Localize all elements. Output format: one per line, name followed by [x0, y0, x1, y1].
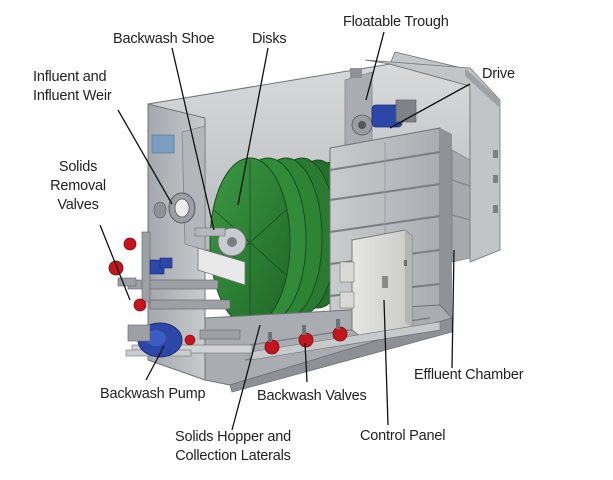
label-solids-line1: Solids [58, 159, 98, 175]
label-solids-line3: Valves [57, 197, 99, 213]
leader-floatable-trough [365, 31, 385, 101]
label-effluent-chamber: Effluent Chamber [414, 367, 524, 383]
leader-backwash-valves [304, 342, 308, 383]
label-backwash-pump: Backwash Pump [100, 386, 206, 402]
label-drive: Drive [482, 66, 515, 82]
backwash-shoe [194, 227, 247, 286]
leader-effluent-chamber [451, 249, 455, 369]
leader-backwash-shoe [171, 47, 215, 231]
label-floatable-trough: Floatable Trough [343, 14, 449, 30]
piping [117, 231, 441, 361]
backwash-valves [264, 319, 348, 355]
effluent-chamber [451, 149, 471, 263]
label-disks: Disks [252, 31, 287, 47]
solids-removal-valves [108, 237, 173, 312]
label-hopper-line2: Collection Laterals [175, 448, 291, 464]
floatable-trough [344, 59, 501, 263]
leader-disks [237, 47, 269, 206]
influent-weir [153, 192, 196, 224]
label-hopper-line1: Solids Hopper and [175, 429, 291, 445]
leader-backwash-pump [145, 345, 165, 381]
backwash-pump [125, 322, 196, 358]
drive-motor [351, 99, 417, 136]
leader-influent [117, 109, 173, 205]
label-solids-removal-valves: Solids Removal Valves [38, 158, 118, 215]
leader-hopper [231, 324, 261, 431]
label-influent-and-influent-weir: Influent and Influent Weir [33, 68, 112, 106]
leader-lines [99, 31, 471, 431]
label-solids-line2: Removal [50, 178, 106, 194]
label-backwash-valves: Backwash Valves [257, 388, 367, 404]
label-influent-line1: Influent and [33, 69, 107, 85]
label-influent-line2: Influent Weir [33, 88, 112, 104]
leader-solids-valves [99, 224, 131, 301]
leader-control-panel [383, 299, 389, 426]
label-solids-hopper: Solids Hopper and Collection Laterals [168, 428, 298, 466]
leader-drive [389, 83, 471, 129]
control-panel [339, 229, 413, 337]
label-control-panel: Control Panel [360, 428, 446, 444]
label-backwash-shoe: Backwash Shoe [113, 31, 215, 47]
